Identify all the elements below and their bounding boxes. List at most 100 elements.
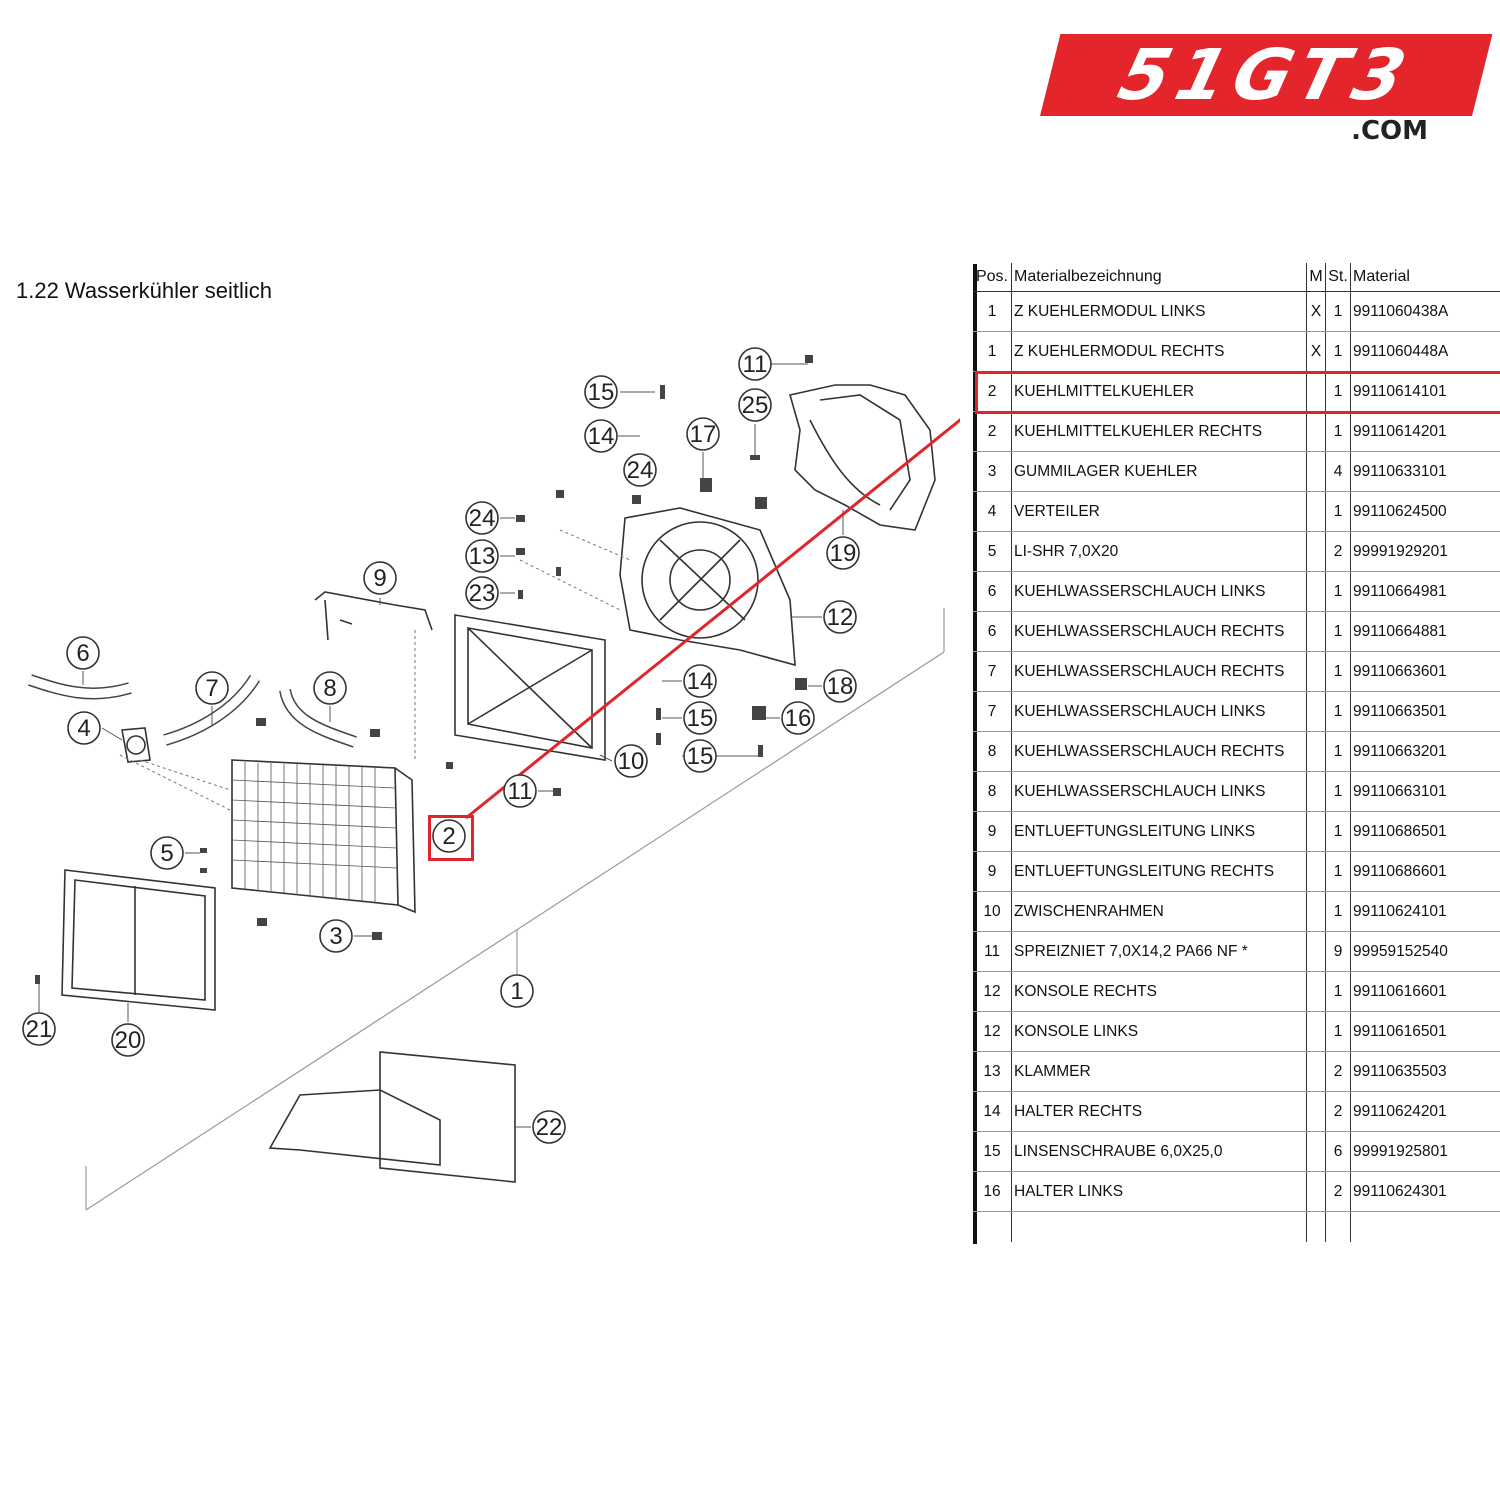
callout-24[interactable]: 24 <box>623 453 657 487</box>
callout-20[interactable]: 20 <box>111 1023 145 1057</box>
cell-material: 99110663201 <box>1350 731 1500 772</box>
callout-21[interactable]: 21 <box>22 1012 56 1046</box>
callout-14[interactable]: 14 <box>584 419 618 453</box>
callout-16[interactable]: 16 <box>781 701 815 735</box>
callout-11[interactable]: 11 <box>738 347 772 381</box>
callout-4[interactable]: 4 <box>67 711 101 745</box>
cell-m <box>1306 1011 1326 1052</box>
cell-material: 99110635503 <box>1350 1051 1500 1092</box>
cell-st: 1 <box>1325 491 1351 532</box>
cell-st: 1 <box>1325 891 1351 932</box>
cell-pos: 10 <box>973 891 1012 932</box>
cell-m: X <box>1306 291 1326 332</box>
cell-st: 1 <box>1325 371 1351 412</box>
cell-pos: 6 <box>973 611 1012 652</box>
cell-name: Z KUEHLERMODUL LINKS <box>1011 291 1307 332</box>
callout-label: 24 <box>469 505 496 532</box>
callout-19[interactable]: 19 <box>826 536 860 570</box>
cell-material: 99110663601 <box>1350 651 1500 692</box>
callout-5[interactable]: 5 <box>150 836 184 870</box>
callout-14[interactable]: 14 <box>683 664 717 698</box>
cell-material: 99110686501 <box>1350 811 1500 852</box>
cell-st: 1 <box>1325 571 1351 612</box>
cell-name: VERTEILER <box>1011 491 1307 532</box>
logo-text: 51GT3 <box>1110 34 1422 116</box>
callout-24[interactable]: 24 <box>465 501 499 535</box>
callout-23[interactable]: 23 <box>465 576 499 610</box>
callout-15[interactable]: 15 <box>584 375 618 409</box>
cell-pos: 1 <box>973 291 1012 332</box>
callout-7[interactable]: 7 <box>195 671 229 705</box>
cell-m <box>1306 571 1326 612</box>
callout-3[interactable]: 3 <box>319 919 353 953</box>
cell-pos: 8 <box>973 731 1012 772</box>
cell-name: ENTLUEFTUNGSLEITUNG LINKS <box>1011 811 1307 852</box>
callout-label: 18 <box>827 673 854 700</box>
cell-material: 99110624201 <box>1350 1091 1500 1132</box>
vent-line <box>314 591 433 641</box>
callout-15[interactable]: 15 <box>683 739 717 773</box>
callout-label: 21 <box>26 1016 53 1043</box>
coolant-hoses <box>28 674 357 748</box>
callout-label: 8 <box>323 675 336 702</box>
callout-label: 9 <box>373 565 386 592</box>
callout-1[interactable]: 1 <box>500 974 534 1008</box>
callout-11[interactable]: 11 <box>503 774 537 808</box>
cell-m <box>1306 731 1326 772</box>
callout-label: 13 <box>469 543 496 570</box>
callout-13[interactable]: 13 <box>465 539 499 573</box>
header-pos: Pos. <box>973 263 1012 292</box>
cell-pos: 1 <box>973 331 1012 372</box>
brand-logo[interactable]: 51GT3 .COM <box>1040 34 1493 152</box>
callout-18[interactable]: 18 <box>823 669 857 703</box>
cell-m <box>1306 451 1326 492</box>
cell-name: KUEHLWASSERSCHLAUCH LINKS <box>1011 691 1307 732</box>
table-header-row: Pos. Materialbezeichnung M St. Material <box>973 263 1500 292</box>
callout-22[interactable]: 22 <box>532 1110 566 1144</box>
callout-6[interactable]: 6 <box>66 636 100 670</box>
callout-12[interactable]: 12 <box>823 600 857 634</box>
cell-st: 1 <box>1325 811 1351 852</box>
cell-m <box>1306 891 1326 932</box>
callout-15[interactable]: 15 <box>683 701 717 735</box>
cell-material: 99110624101 <box>1350 891 1500 932</box>
cell-m <box>1306 411 1326 452</box>
callout-2[interactable]: 2 <box>432 819 466 853</box>
cell-st: 2 <box>1325 1171 1351 1212</box>
callout-25[interactable]: 25 <box>738 388 772 422</box>
cell-empty <box>973 1212 1012 1243</box>
callout-10[interactable]: 10 <box>614 744 648 778</box>
cell-m <box>1306 931 1326 972</box>
callout-17[interactable]: 17 <box>686 417 720 451</box>
callout-8[interactable]: 8 <box>313 671 347 705</box>
leader-lines <box>119 529 631 811</box>
header-st: St. <box>1325 263 1351 292</box>
cell-pos: 5 <box>973 531 1012 572</box>
callout-label: 16 <box>785 705 812 732</box>
callout-9[interactable]: 9 <box>363 561 397 595</box>
